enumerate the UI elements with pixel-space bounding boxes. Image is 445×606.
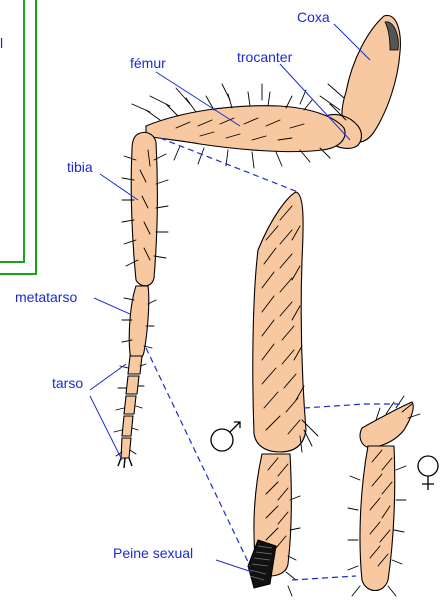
- edge-letter-label: l: [0, 35, 3, 51]
- tarsus-segment-1: [128, 356, 142, 374]
- green-frame: [0, 0, 36, 274]
- female-leg-detail: [348, 396, 420, 596]
- tibia-segment: [131, 132, 157, 285]
- tarsus-segment-2: [126, 376, 139, 394]
- male-tibia-enlarged: [253, 192, 306, 452]
- tarsus-segment-5: [121, 438, 131, 458]
- leader-lines: [90, 24, 370, 572]
- tibia-label: tibia: [67, 159, 93, 175]
- metatarso-label: metatarso: [15, 289, 77, 305]
- female-symbol: [418, 456, 438, 490]
- tarsus-segment-3: [124, 396, 136, 414]
- tarsus-segment-4: [122, 416, 133, 436]
- female-metatarsus-enlarged: [360, 446, 395, 591]
- male-leg-detail: [248, 192, 318, 596]
- male-symbol: [211, 422, 240, 451]
- coxa-label: Coxa: [297, 9, 330, 25]
- peine-sexual-label: Peine sexual: [113, 545, 193, 561]
- femur-segment: [146, 106, 345, 152]
- femur-label: fémur: [130, 55, 166, 71]
- trocanter-label: trocanter: [237, 49, 293, 65]
- tarsal-claws: [118, 458, 132, 468]
- tarso-label: tarso: [52, 375, 83, 391]
